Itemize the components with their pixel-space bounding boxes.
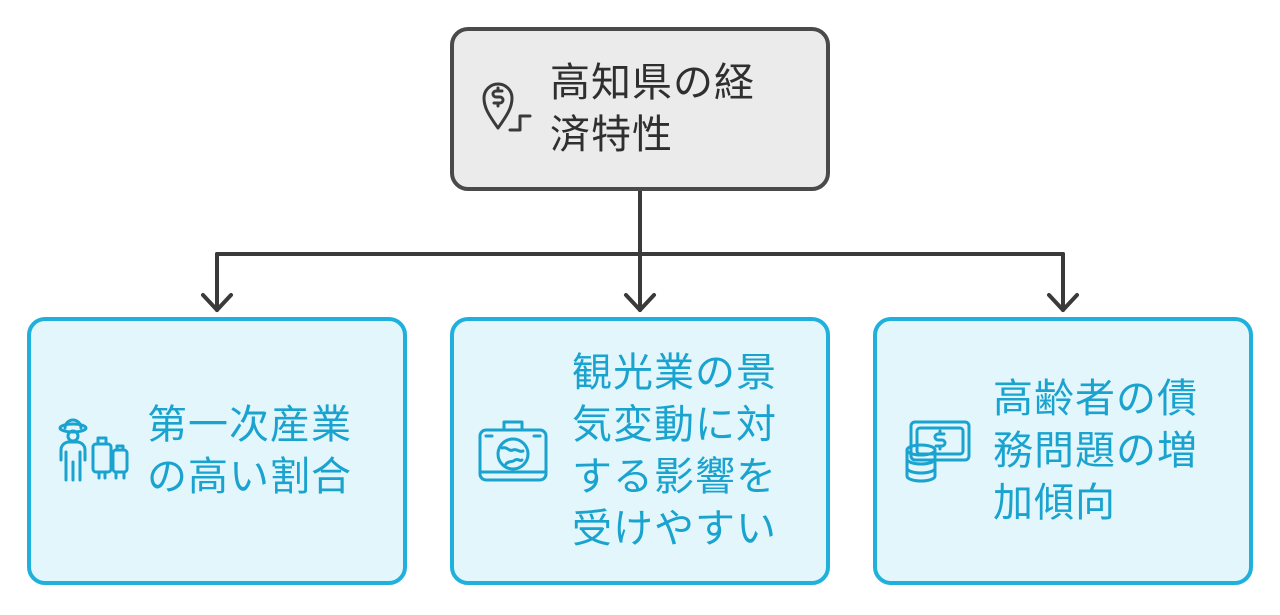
location-dollar-icon	[480, 78, 536, 140]
root-label: 高知県の経 済特性	[550, 60, 755, 158]
arrowhead-child-1	[201, 293, 233, 312]
child-node-3: 高齢者の債 務問題の増 加傾向	[873, 317, 1253, 585]
child-label-2: 観光業の景 気変動に対 する影響を 受けやすい	[572, 350, 777, 552]
farmer-baggage-icon	[55, 416, 131, 486]
arrowhead-child-3	[1047, 293, 1079, 312]
child-label-3: 高齢者の債 務問題の増 加傾向	[993, 376, 1198, 526]
root-node: 高知県の経 済特性	[450, 27, 830, 191]
money-coins-icon	[901, 416, 973, 486]
suitcase-globe-icon	[476, 416, 550, 486]
arrowhead-child-2	[624, 293, 656, 312]
child-node-1: 第一次産業 の高い割合	[27, 317, 407, 585]
child-label-1: 第一次産業 の高い割合	[147, 402, 352, 500]
child-node-2: 観光業の景 気変動に対 する影響を 受けやすい	[450, 317, 830, 585]
